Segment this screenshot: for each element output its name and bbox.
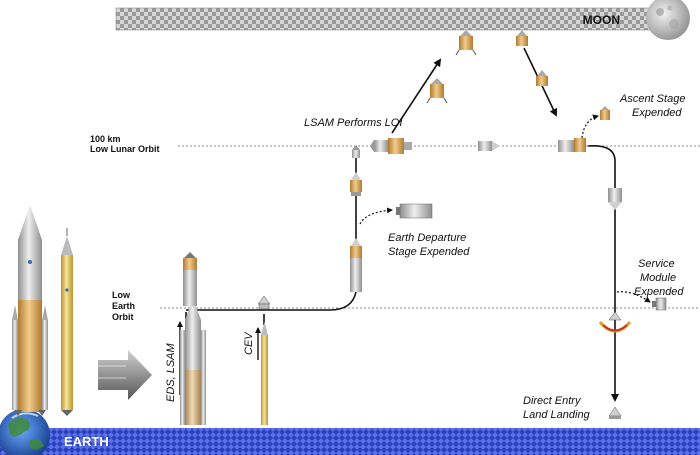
expended-eds-icon — [396, 204, 432, 218]
expended-service-module-icon — [652, 298, 666, 310]
big-arrow-icon — [98, 350, 152, 400]
ascent-mid-icon — [536, 70, 548, 86]
eds-lsam-rocket-icon — [180, 298, 206, 425]
lsam-loi-label: LSAM Performs LOI — [304, 117, 402, 129]
cev-rocket-icon — [261, 322, 268, 425]
earth-orbit-label-3: Orbit — [112, 312, 134, 322]
cev-lunar-orbit-icon — [478, 141, 500, 151]
sm-expended-label-1: Service — [638, 258, 675, 270]
ascent-separation-arrow — [582, 116, 598, 138]
heavy-rocket-icon — [12, 205, 48, 416]
lsam-descent-icon — [427, 78, 447, 103]
eds-separation-arrow — [360, 210, 392, 224]
moon-bar: MOON — [116, 0, 690, 40]
lsam-landed-icon — [456, 30, 476, 55]
ascent-liftoff-icon — [516, 30, 528, 46]
eds-expended-label-1: Earth Departure — [388, 232, 466, 244]
docked-stack-icon — [350, 238, 362, 292]
moon-icon — [646, 0, 690, 40]
ascent-stage-label-1: Ascent Stage — [619, 93, 685, 105]
cev-label: CEV — [243, 331, 255, 355]
eds-expended-label-2: Stage Expended — [388, 246, 470, 258]
lunar-orbit-stack-icon — [370, 138, 412, 154]
sm-expended-label-3: Expended — [634, 286, 684, 298]
cev-vehicle-icon — [258, 296, 270, 309]
return-path — [588, 146, 615, 400]
landed-capsule-icon — [609, 407, 621, 419]
moon-label: MOON — [583, 13, 620, 27]
earth-label: EARTH — [64, 434, 109, 449]
expended-ascent-icon — [600, 106, 610, 120]
entry-label-1: Direct Entry — [523, 395, 582, 407]
earth-orbit-label-1: Low — [112, 290, 131, 300]
leo-rendezvous-path — [186, 292, 356, 310]
earth-globe-icon — [0, 409, 50, 455]
eds-lsam-label: EDS, LSAM — [165, 342, 177, 402]
ascent-stage-label-2: Expended — [632, 107, 682, 119]
sm-expended-label-2: Module — [640, 272, 676, 284]
eds-lsam-stack-icon — [183, 252, 197, 306]
lunar-orbit-label-1: 100 km — [90, 134, 121, 144]
cev-return-icon — [608, 188, 622, 210]
lunar-docking-icon — [558, 138, 586, 152]
earth-bar: EARTH — [0, 409, 700, 455]
earth-orbit-label-2: Earth — [112, 301, 135, 311]
entry-label-2: Land Landing — [523, 409, 591, 421]
crew-rocket-icon — [61, 228, 73, 416]
lunar-orbit-label-2: Low Lunar Orbit — [90, 144, 160, 154]
